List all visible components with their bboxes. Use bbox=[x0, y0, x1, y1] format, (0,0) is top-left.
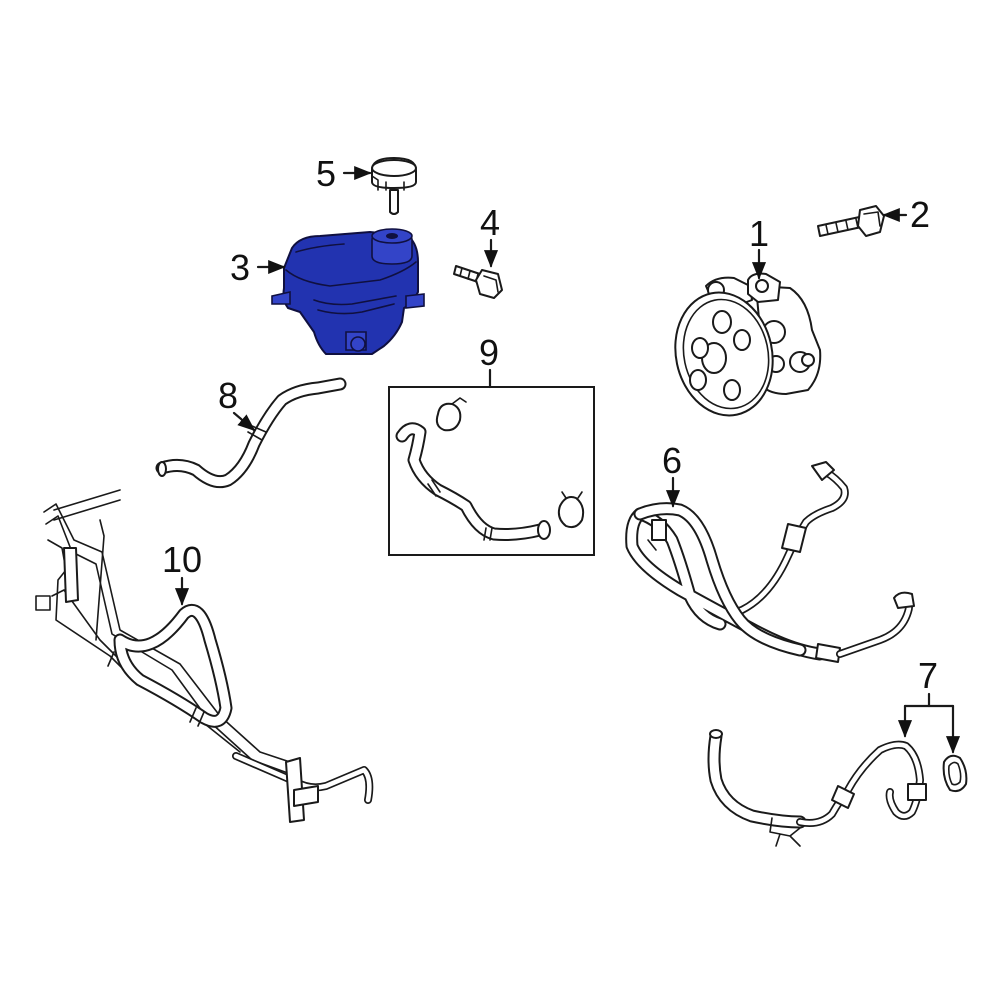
return-hose-part[interactable] bbox=[707, 729, 968, 847]
callout-2: 2 bbox=[882, 194, 930, 235]
hose-kit-part[interactable] bbox=[388, 386, 595, 556]
leader-8 bbox=[232, 411, 256, 432]
callout-label-10: 10 bbox=[162, 539, 202, 580]
callout-10: 10 bbox=[162, 539, 202, 606]
pressure-hose-part[interactable] bbox=[625, 461, 915, 663]
reservoir-hose-part[interactable] bbox=[155, 377, 347, 489]
callout-label-2: 2 bbox=[910, 194, 930, 235]
callout-4: 4 bbox=[480, 202, 500, 268]
reservoir-bolt-part[interactable] bbox=[453, 265, 503, 299]
cooler-line-part[interactable] bbox=[35, 489, 374, 823]
reservoir-cap-part[interactable] bbox=[371, 157, 417, 215]
callout-8: 8 bbox=[218, 375, 256, 432]
callout-label-4: 4 bbox=[480, 202, 500, 243]
callout-label-7: 7 bbox=[918, 655, 938, 696]
power-steering-reservoir-part[interactable] bbox=[271, 228, 425, 355]
callout-label-1: 1 bbox=[749, 213, 769, 254]
pump-bolt-part[interactable] bbox=[817, 205, 885, 237]
callout-1: 1 bbox=[749, 213, 769, 280]
callout-7: 7 bbox=[897, 655, 961, 754]
power-steering-pump-part[interactable] bbox=[664, 272, 822, 425]
callout-3: 3 bbox=[230, 247, 286, 288]
callout-6: 6 bbox=[662, 440, 682, 508]
callout-5: 5 bbox=[316, 153, 372, 194]
callout-label-5: 5 bbox=[316, 153, 336, 194]
callout-9: 9 bbox=[479, 332, 499, 389]
callout-label-9: 9 bbox=[479, 332, 499, 373]
callout-label-8: 8 bbox=[218, 375, 238, 416]
callout-label-3: 3 bbox=[230, 247, 250, 288]
callout-label-6: 6 bbox=[662, 440, 682, 481]
